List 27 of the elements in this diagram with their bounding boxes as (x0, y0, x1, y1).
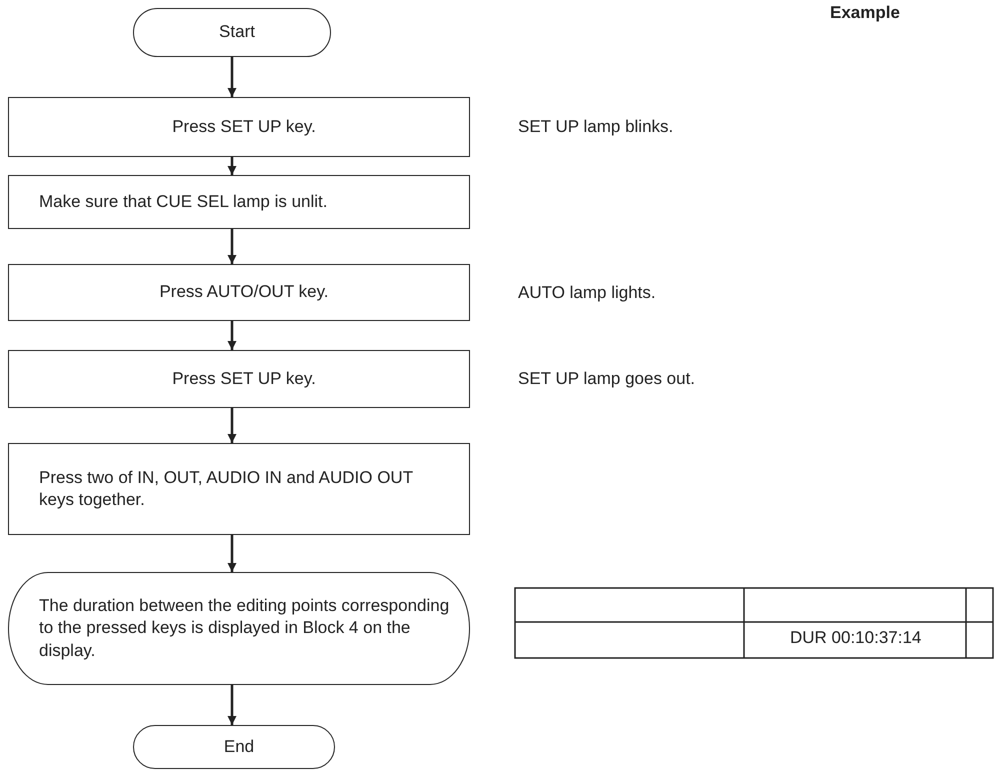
arrow (228, 535, 236, 572)
step-text: Press SET UP key. (172, 368, 316, 390)
step-text: Start (219, 21, 255, 44)
step-note: SET UP lamp goes out. (518, 369, 696, 389)
table-cell-text: DUR 00:10:37:14 (790, 628, 922, 648)
step-text: Make sure that CUE SEL lamp is unlit. (39, 190, 328, 213)
step-note: SET UP lamp blinks. (518, 117, 674, 137)
process-box (8, 443, 470, 535)
process-box (8, 97, 470, 157)
terminator-shape (133, 725, 335, 769)
heading-text: Example (830, 3, 900, 23)
arrow (228, 157, 236, 175)
step-note: AUTO lamp lights. (518, 282, 656, 302)
arrow (228, 229, 236, 264)
step-text: End (224, 736, 254, 758)
arrow (228, 57, 236, 97)
step-text: The duration between the editing points corresponding to the pressed keys is displayed in Block 4 on the display. (39, 595, 450, 662)
process-box (8, 350, 470, 408)
step-text: Press two of IN, OUT, AUDIO IN and AUDIO OUT keys together. (39, 466, 414, 511)
arrow (228, 685, 236, 725)
arrow (228, 321, 236, 350)
arrow (228, 408, 236, 443)
terminator-shape (133, 8, 331, 57)
process-box (8, 264, 470, 321)
process-box (8, 175, 470, 229)
step-text: Press SET UP key. (172, 116, 316, 138)
step-text: Press AUTO/OUT key. (159, 281, 329, 304)
